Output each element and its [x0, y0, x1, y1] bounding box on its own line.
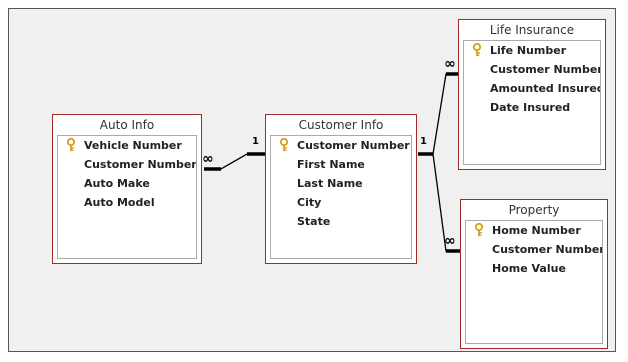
field-row[interactable]: First Name [271, 155, 411, 174]
relation-many-label-property: ∞ [444, 233, 456, 249]
field-row[interactable]: Customer Number [58, 155, 196, 174]
field-row[interactable]: Home Value [466, 259, 602, 278]
field-name: Home Value [492, 262, 566, 275]
field-name: Customer Number [490, 63, 601, 76]
field-name: State [297, 215, 331, 228]
field-name: Last Name [297, 177, 363, 190]
field-row[interactable]: Customer Number [271, 136, 411, 155]
field-name: Auto Model [84, 196, 155, 209]
field-name: Customer Number [297, 139, 410, 152]
field-row[interactable]: Date Insured [464, 98, 600, 117]
key-icon [472, 42, 482, 57]
field-name: Home Number [492, 224, 581, 237]
field-row[interactable]: Amounted Insured [464, 79, 600, 98]
key-icon [279, 137, 289, 152]
field-row[interactable]: Auto Make [58, 174, 196, 193]
field-name: First Name [297, 158, 365, 171]
relationship-lines [204, 72, 461, 253]
key-icon [66, 137, 76, 152]
field-row[interactable]: Vehicle Number [58, 136, 196, 155]
field-name: Customer Number [492, 243, 603, 256]
field-row[interactable]: Customer Number [464, 60, 600, 79]
field-row[interactable]: Last Name [271, 174, 411, 193]
field-name: Amounted Insured [490, 82, 601, 95]
relation-one-label-life: 1 [420, 136, 427, 147]
field-name: Life Number [490, 44, 567, 57]
key-icon [474, 222, 484, 237]
table-title[interactable]: Customer Info [298, 118, 384, 132]
field-row[interactable]: Customer Number [466, 240, 602, 259]
relation-many-label-life: ∞ [444, 56, 456, 72]
field-name: Customer Number [84, 158, 197, 171]
field-row[interactable]: Auto Model [58, 193, 196, 212]
table-title[interactable]: Property [508, 203, 560, 217]
field-name: Vehicle Number [84, 139, 182, 152]
relation-one-label-auto: 1 [252, 136, 259, 147]
field-row[interactable]: City [271, 193, 411, 212]
field-name: Date Insured [490, 101, 571, 114]
field-row[interactable]: Home Number [466, 221, 602, 240]
field-name: City [297, 196, 322, 209]
table-title[interactable]: Auto Info [99, 118, 155, 132]
field-name: Auto Make [84, 177, 150, 190]
table-title[interactable]: Life Insurance [489, 23, 575, 37]
field-row[interactable]: Life Number [464, 41, 600, 60]
field-row[interactable]: State [271, 212, 411, 231]
relation-many-label-auto: ∞ [202, 151, 214, 167]
